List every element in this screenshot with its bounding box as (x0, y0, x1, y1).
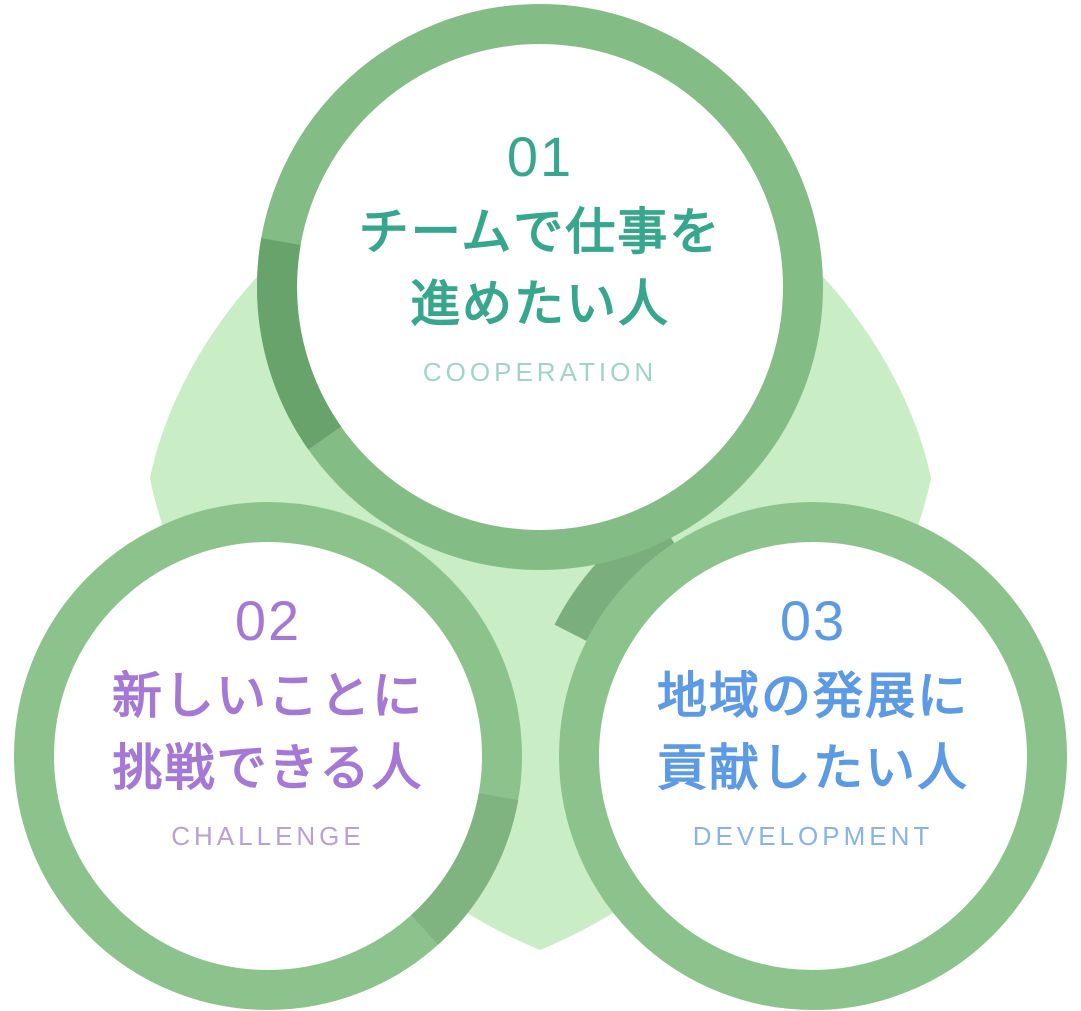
circle-02-ring (14, 502, 522, 1010)
circle-01-ring (257, 4, 823, 570)
circle-03-ring (559, 502, 1067, 1010)
circle-01-ring-shade (257, 4, 823, 570)
